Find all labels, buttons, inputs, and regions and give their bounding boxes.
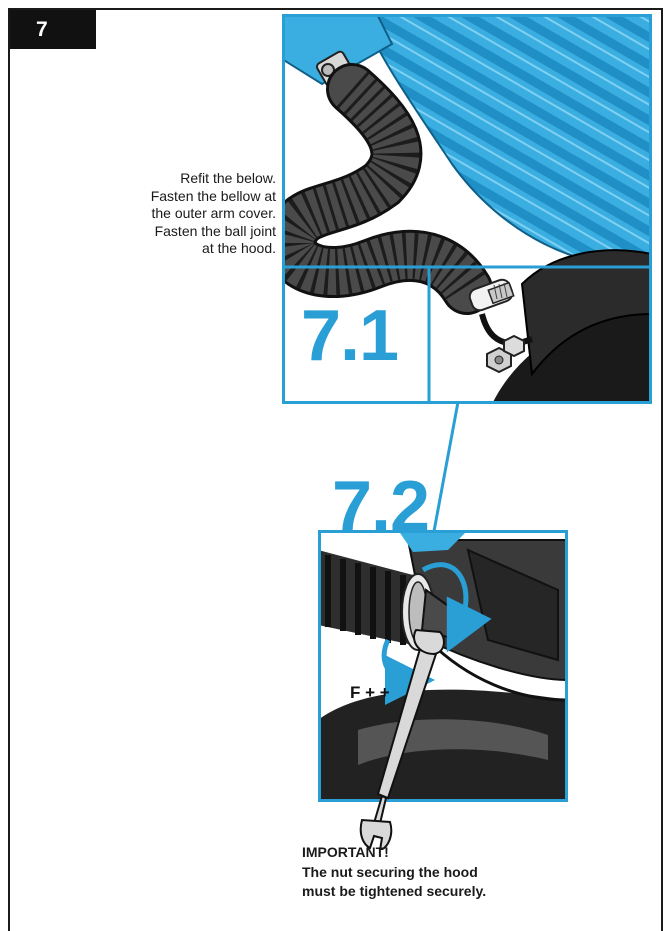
warning-line: must be tightened securely.	[302, 882, 486, 902]
warning-line: The nut securing the hood	[302, 863, 486, 883]
warning-title: IMPORTANT!	[302, 843, 486, 863]
figure-label-7-1: 7.1	[301, 300, 398, 372]
important-note: IMPORTANT! The nut securing the hood mus…	[302, 843, 486, 902]
force-marking: F + +	[350, 683, 390, 703]
